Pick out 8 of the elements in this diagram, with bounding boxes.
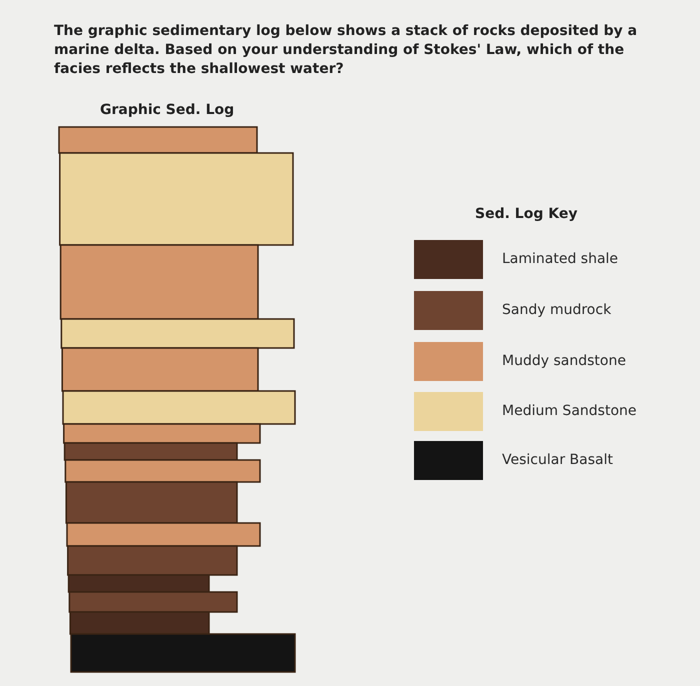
legend-label: Sandy mudrock (502, 302, 612, 318)
legend-label: Vesicular Basalt (502, 452, 613, 468)
legend-label: Laminated shale (502, 251, 618, 267)
legend-label: Medium Sandstone (502, 403, 636, 419)
question-text: The graphic sedimentary log below shows a stack of rocks deposited by a marine delta. Based on your understanding of Stokes' Law, which of the facies reflects the shallowest water? (54, 22, 638, 79)
log-heading: Graphic Sed. Log (100, 102, 234, 118)
legend-label: Muddy sandstone (502, 353, 626, 369)
key-heading: Sed. Log Key (475, 206, 578, 222)
